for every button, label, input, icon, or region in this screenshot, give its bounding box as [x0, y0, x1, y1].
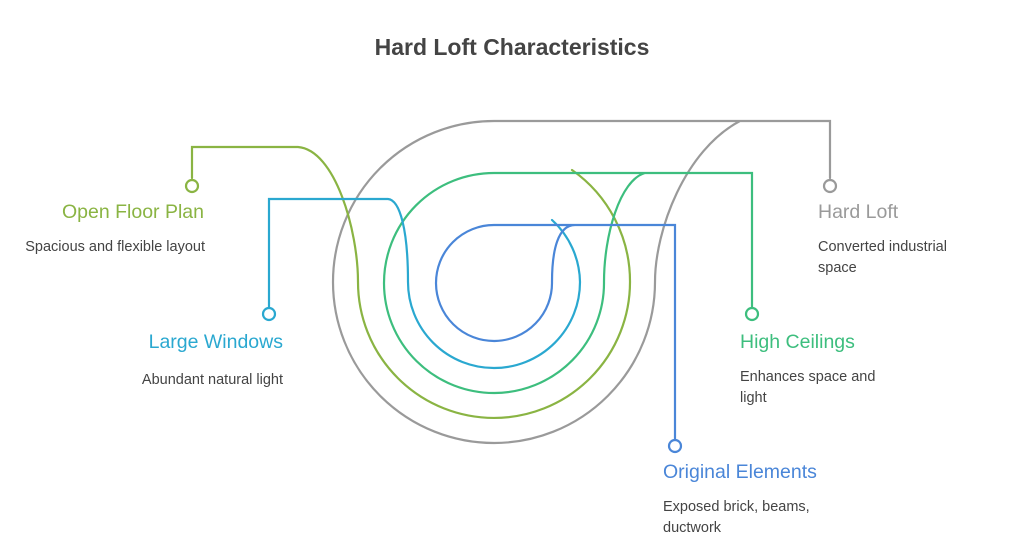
original-elements-connector	[434, 223, 677, 442]
original-elements-label: Original Elements	[663, 461, 817, 483]
large-windows-desc: Abundant natural light	[141, 372, 283, 388]
open-floor-plan-connector	[190, 145, 632, 420]
original-elements-node	[667, 438, 683, 454]
open-floor-plan-label: Open Floor Plan	[62, 201, 204, 223]
hard-loft-node	[822, 178, 838, 194]
large-windows-node	[261, 306, 277, 322]
original-elements-desc: Exposed brick, beams, ductwork	[663, 499, 810, 536]
diagram-title: Hard Loft Characteristics	[374, 34, 650, 60]
open-floor-plan-node	[184, 178, 200, 194]
high-ceilings-desc: Enhances space and light	[740, 369, 876, 406]
high-ceilings-node	[744, 306, 760, 322]
high-ceilings-connector	[382, 171, 754, 395]
hard-loft-connector	[331, 119, 832, 445]
open-floor-plan-desc: Spacious and flexible layout	[25, 239, 205, 255]
large-windows-connector	[267, 197, 582, 370]
hard-loft-desc: Converted industrial space	[818, 239, 947, 276]
large-windows-label: Large Windows	[148, 331, 283, 353]
high-ceilings-label: High Ceilings	[740, 331, 855, 353]
hard-loft-label: Hard Loft	[818, 201, 899, 223]
